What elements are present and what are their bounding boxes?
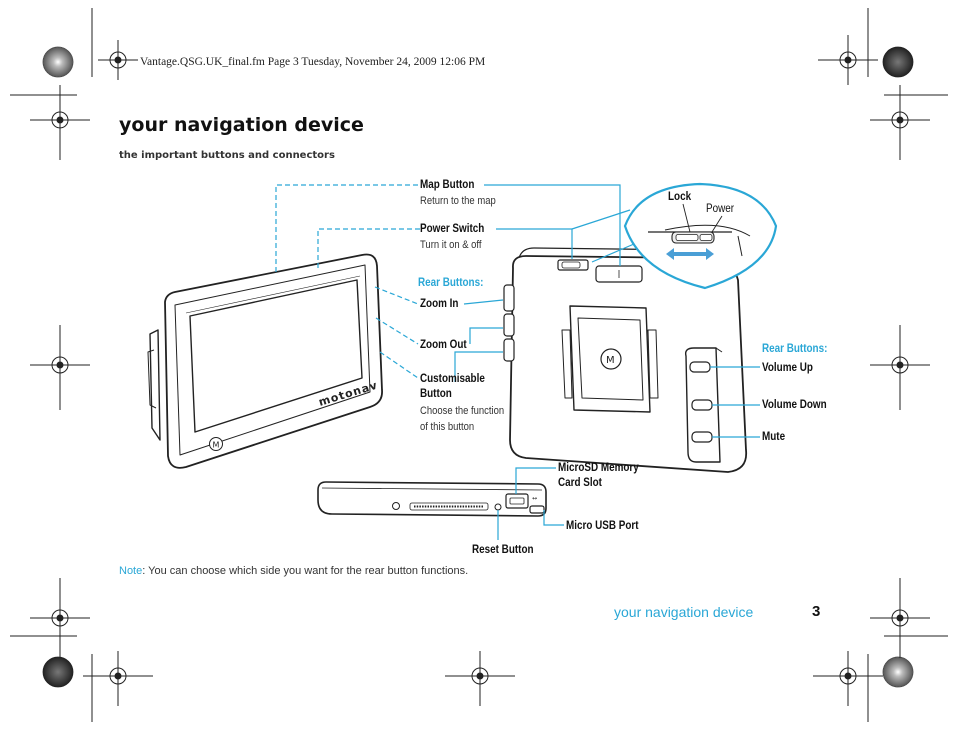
zoom-in-label: Zoom In [420, 298, 459, 310]
volume-up-label: Volume Up [762, 362, 813, 374]
volume-down-label: Volume Down [762, 399, 827, 411]
footer-section-title: your navigation device [614, 604, 754, 620]
device-edge-view: ↔ [317, 481, 547, 517]
callout-lines-dashed [275, 184, 420, 379]
reset-button-label: Reset Button [472, 544, 534, 556]
page-number: 3 [812, 603, 821, 620]
mute-label: Mute [762, 431, 786, 443]
microsd-label-2: Card Slot [558, 477, 602, 489]
file-header: Vantage.QSG.UK_final.fm Page 3 Tuesday, … [140, 56, 486, 68]
customisable-desc-1: Choose the function [420, 405, 505, 417]
crosshair-targets [30, 35, 930, 706]
registration-marks [10, 8, 948, 722]
rear-buttons-right-heading: Rear Buttons: [762, 343, 828, 355]
customisable-desc-2: of this button [420, 421, 475, 433]
lock-label: Lock [668, 191, 692, 203]
customisable-label-1: Customisable [420, 373, 485, 385]
device-back-view: M [503, 247, 748, 473]
power-switch-desc: Turn it on & off [420, 239, 482, 251]
micro-usb-label: Micro USB Port [566, 520, 639, 532]
note: Note: You can choose which side you want… [119, 565, 468, 577]
color-rosette [42, 46, 914, 688]
note-label: Note [119, 565, 143, 577]
svg-text:M: M [606, 355, 615, 366]
microsd-label-1: MicroSD Memory [558, 462, 639, 474]
page-title: your navigation device [119, 114, 364, 136]
power-switch-label: Power Switch [420, 223, 485, 235]
note-text: : You can choose which side you want for… [142, 565, 469, 577]
power-lock-detail [623, 182, 778, 290]
customisable-label-2: Button [420, 388, 452, 400]
svg-text:M: M [213, 441, 220, 450]
page-subtitle: the important buttons and connectors [119, 150, 335, 161]
svg-text:↔: ↔ [532, 495, 537, 502]
callout-lines-solid [454, 184, 760, 540]
zoom-out-label: Zoom Out [420, 339, 467, 351]
power-label: Power [706, 203, 735, 215]
device-front-view: M motonav [147, 253, 383, 469]
rear-buttons-left-heading: Rear Buttons: [418, 277, 484, 289]
map-button-label: Map Button [420, 179, 475, 191]
map-button-desc: Return to the map [420, 195, 496, 207]
